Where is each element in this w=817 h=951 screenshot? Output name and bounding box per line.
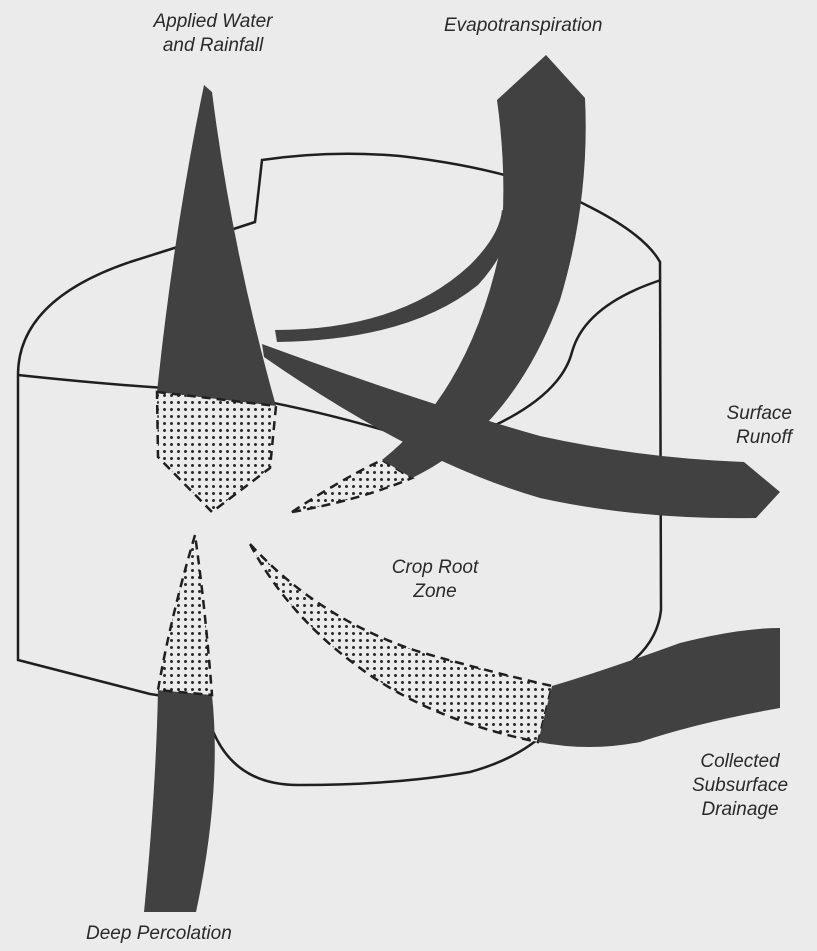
crop-root-zone-label-line2: Zone [365, 580, 505, 604]
deep-percolation-label: Deep Percolation [86, 922, 232, 946]
surface-runoff-label-line1: Surface [688, 402, 792, 426]
applied-water-label-line2: and Rainfall [128, 34, 298, 58]
surface-runoff-label-line2: Runoff [688, 426, 792, 450]
evapotranspiration-label: Evapotranspiration [444, 14, 602, 38]
deep-percolation-arrow [144, 690, 215, 912]
collected-drainage-label-line3: Drainage [665, 798, 815, 822]
collected-drainage-label: Collected Subsurface Drainage [665, 750, 815, 822]
collected-drainage-label-line2: Subsurface [665, 774, 815, 798]
crop-root-zone-label: Crop Root Zone [365, 556, 505, 604]
surface-runoff-label: Surface Runoff [688, 402, 792, 450]
applied-water-label: Applied Water and Rainfall [128, 10, 298, 58]
applied-water-label-line1: Applied Water [128, 10, 298, 34]
crop-root-zone-label-line1: Crop Root [365, 556, 505, 580]
collected-drainage-label-line1: Collected [665, 750, 815, 774]
